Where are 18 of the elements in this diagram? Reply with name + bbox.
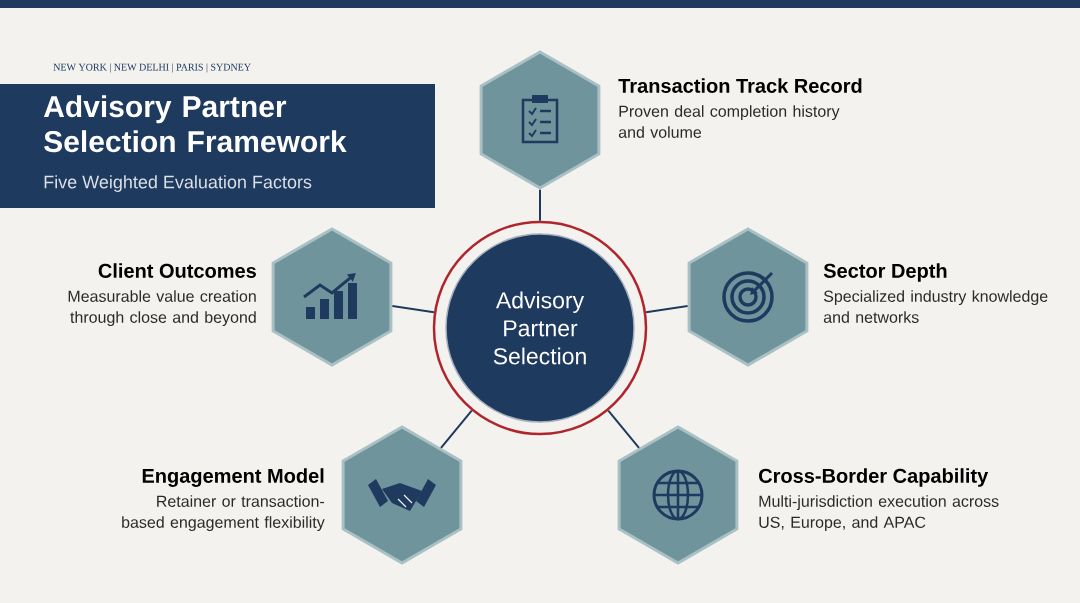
factor-heading: Sector Depth	[823, 263, 947, 282]
factor-heading: Engagement Model	[142, 468, 324, 487]
factor-description: Measurable value creation through close and beyond	[68, 290, 256, 327]
factor-description: Specialized industry knowledge and networks	[823, 290, 1048, 323]
factor-description: Retainer or transaction-based engagement flexibility	[122, 495, 325, 532]
factor-heading: Transaction Track Record	[618, 78, 862, 93]
factor-heading: Cross-Border Capability	[759, 468, 989, 487]
connector-line	[539, 188, 541, 222]
office-locations: NEW YORK | NEW DELHI | PARIS | SYDNEY	[53, 63, 251, 73]
title: Advisory Partner Selection Framework	[43, 95, 347, 153]
factor-description: Proven deal completion history and volume	[618, 105, 840, 138]
factor-description: Multi-jurisdiction execution across US, Europe, and APAC	[759, 495, 999, 532]
connector-line	[440, 409, 473, 449]
connector-line	[645, 305, 689, 314]
connector-line	[607, 409, 640, 449]
factor-heading: Client Outcomes	[98, 263, 256, 278]
subtitle: Five Weighted Evaluation Factors	[44, 175, 312, 192]
connector-line	[391, 305, 435, 314]
